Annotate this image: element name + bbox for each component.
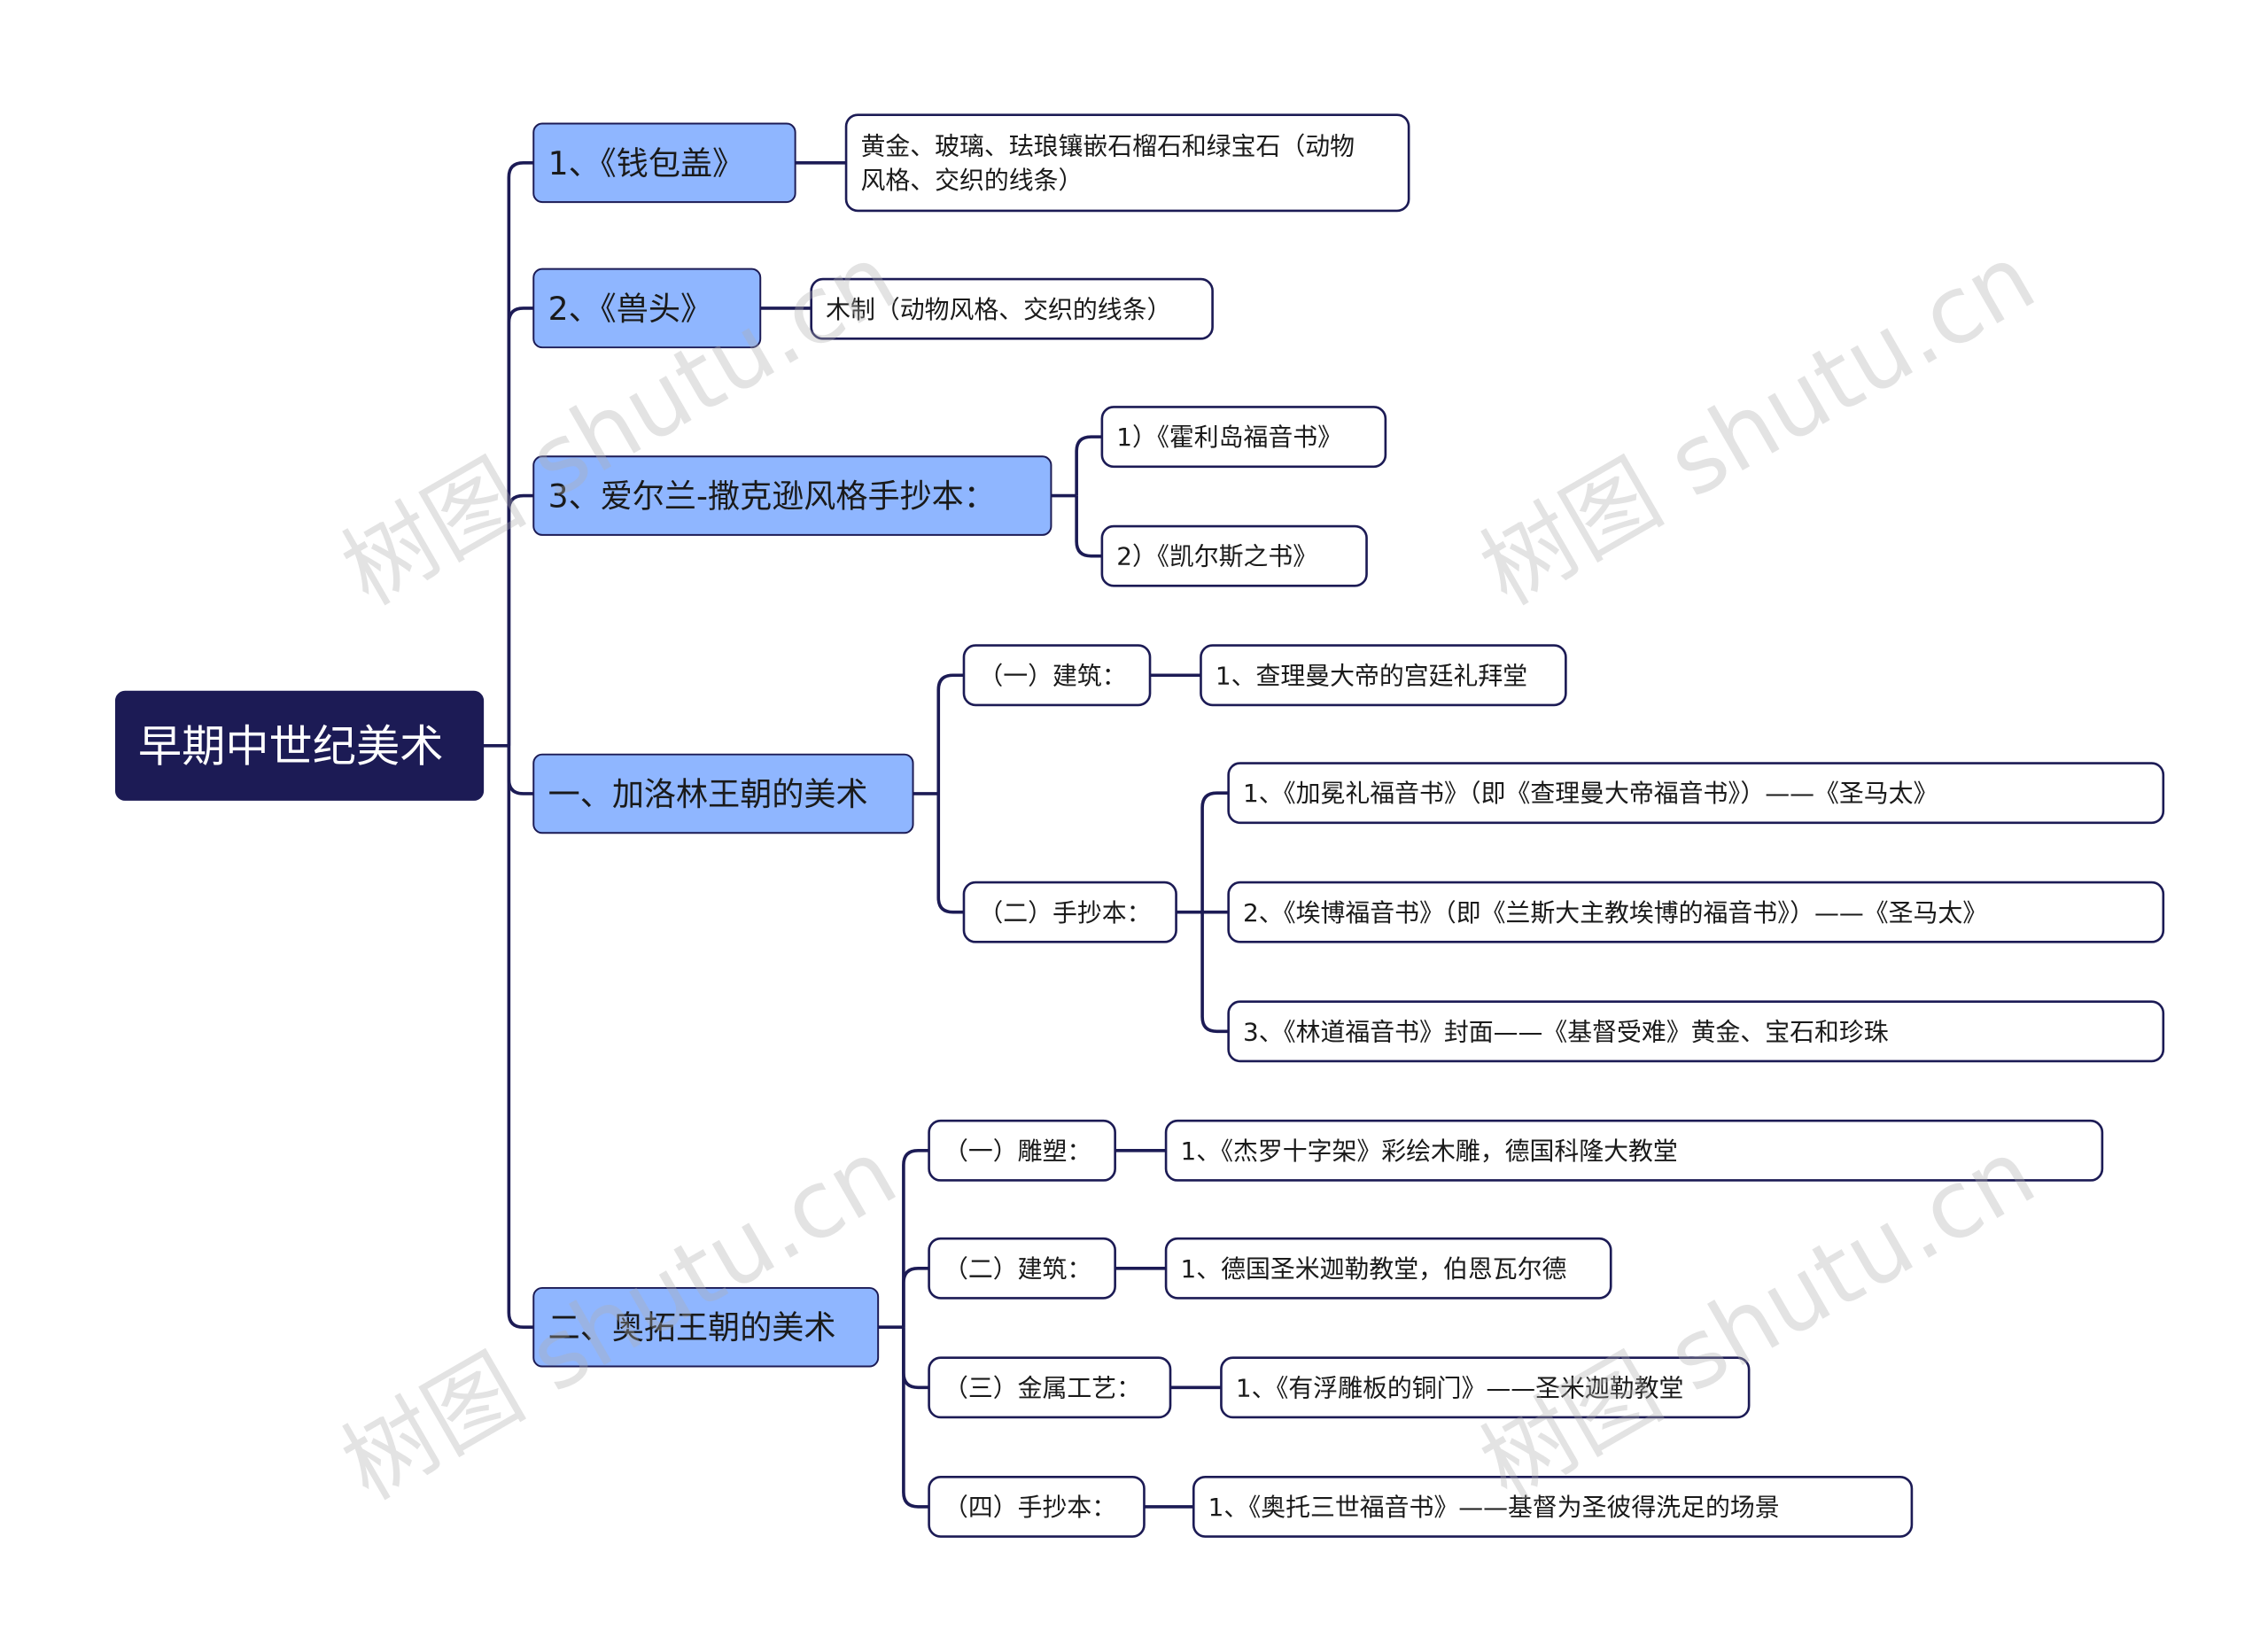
node-box [1227,881,2165,943]
node-n4b[interactable]: （二）手抄本： [962,881,1177,943]
node-label: （四）手抄本： [944,1493,1116,1522]
connector [1075,495,1102,558]
node-label: 2）《凯尔斯之书》 [1116,542,1317,571]
node-n2a[interactable]: 木制（动物风格、交织的线条） [810,277,1214,340]
connector [902,1327,929,1509]
node-box [1200,644,1567,707]
node-box [1164,1237,1612,1300]
node-label: 风格、交织的线条） [860,166,1083,195]
node-n5b1[interactable]: 1、德国圣米迦勒教堂，伯恩瓦尔德 [1164,1237,1612,1300]
connector [902,1149,929,1328]
node-label: 早期中世纪美术 [138,721,444,772]
node-box [928,1356,1172,1419]
node-label: 1、德国圣米迦勒教堂，伯恩瓦尔德 [1180,1254,1566,1284]
node-n3b[interactable]: 2）《凯尔斯之书》 [1100,524,1368,587]
node-n4a[interactable]: （一）建筑： [962,644,1152,707]
node-box [844,113,1410,213]
node-n5b[interactable]: （二）建筑： [928,1237,1116,1300]
node-label: 1、《有浮雕板的铜门》——圣米迦勒教堂 [1236,1373,1684,1402]
node-n4a1[interactable]: 1、查理曼大帝的宫廷礼拜堂 [1200,644,1567,707]
node-label: 3、《林道福音书》封面——《基督受难》黄金、宝石和珍珠 [1243,1017,1889,1046]
node-root[interactable]: 早期中世纪美术 [114,690,485,801]
node-n4[interactable]: 一、加洛林王朝的美术 [532,753,914,834]
node-n1a[interactable]: 黄金、玻璃、珐琅镶嵌石榴石和绿宝石（动物风格、交织的线条） [844,113,1410,213]
node-label: （一）建筑： [978,661,1126,690]
node-label: 2、《埃博福音书》（即《兰斯大主教埃博的福音书》）——《圣马太》 [1243,898,1987,927]
node-n1[interactable]: 1、《钱包盖》 [532,122,796,204]
node-box [1220,1356,1751,1419]
node-n4b3[interactable]: 3、《林道福音书》封面——《基督受难》黄金、宝石和珍珠 [1227,1000,2165,1063]
node-box [962,881,1177,943]
node-label: 2、《兽头》 [548,290,712,328]
node-box [114,690,485,801]
node-label: 1、查理曼大帝的宫廷礼拜堂 [1216,661,1527,690]
node-box [928,1237,1116,1300]
node-box [928,1119,1116,1182]
node-n3[interactable]: 3、爱尔兰-撒克逊风格手抄本： [532,455,1052,536]
node-box [1100,524,1368,587]
node-box [1227,762,2165,825]
node-n5a1[interactable]: 1、《杰罗十字架》彩绘木雕，德国科隆大教堂 [1164,1119,2104,1182]
connector [1200,791,1229,912]
node-box [1227,1000,2165,1063]
node-n5[interactable]: 二、奥拓王朝的美术 [532,1286,880,1368]
connector [507,745,534,1330]
node-box [810,277,1214,340]
node-box [532,753,914,834]
connector [507,745,534,795]
node-box [532,122,796,204]
connector [1200,912,1229,1034]
node-box [532,268,762,349]
connector [1075,435,1102,496]
node-box [532,1286,880,1368]
connector [507,493,534,746]
node-label: 一、加洛林王朝的美术 [548,775,868,813]
node-n5d[interactable]: （四）手抄本： [928,1475,1146,1538]
node-box [1192,1475,1914,1538]
connector [936,793,964,914]
connector-lines [482,160,1229,1509]
connector [902,1327,929,1390]
node-n5a[interactable]: （一）雕塑： [928,1119,1116,1182]
node-label: 1）《霍利岛福音书》 [1116,423,1342,452]
node-label: （三）金属工艺： [944,1373,1141,1402]
connector [507,306,534,746]
node-label: 黄金、玻璃、珐琅镶嵌石榴石和绿宝石（动物 [860,132,1355,161]
node-label: 二、奥拓王朝的美术 [548,1308,836,1346]
node-box [1100,406,1387,469]
node-label: （二）手抄本： [978,898,1151,927]
node-box [962,644,1152,707]
node-label: 木制（动物风格、交织的线条） [826,295,1171,324]
node-n3a[interactable]: 1）《霍利岛福音书》 [1100,406,1387,469]
node-label: （一）雕塑： [944,1137,1091,1166]
node-label: （二）建筑： [944,1254,1091,1284]
node-n5c1[interactable]: 1、《有浮雕板的铜门》——圣米迦勒教堂 [1220,1356,1751,1419]
connector [936,673,964,794]
connector [902,1266,929,1328]
node-label: 3、爱尔兰-撒克逊风格手抄本： [548,477,996,516]
node-n2[interactable]: 2、《兽头》 [532,268,762,349]
node-label: 1、《加冕礼福音书》（即《查理曼大帝福音书》）——《圣马太》 [1243,779,1938,808]
node-n4b2[interactable]: 2、《埃博福音书》（即《兰斯大主教埃博的福音书》）——《圣马太》 [1227,881,2165,943]
node-box [532,455,1052,536]
connector [507,160,534,746]
node-n5c[interactable]: （三）金属工艺： [928,1356,1172,1419]
node-label: 1、《奥托三世福音书》——基督为圣彼得洗足的场景 [1208,1493,1780,1522]
node-box [928,1475,1146,1538]
node-n5d1[interactable]: 1、《奥托三世福音书》——基督为圣彼得洗足的场景 [1192,1475,1914,1538]
nodes: 早期中世纪美术 1、《钱包盖》 黄金、玻璃、珐琅镶嵌石榴石和绿宝石（动物风格、交织的… [114,113,2165,1538]
node-box [1164,1119,2104,1182]
node-n4b1[interactable]: 1、《加冕礼福音书》（即《查理曼大帝福音书》）——《圣马太》 [1227,762,2165,825]
node-label: 1、《杰罗十字架》彩绘木雕，德国科隆大教堂 [1180,1137,1677,1166]
node-label: 1、《钱包盖》 [548,144,744,182]
